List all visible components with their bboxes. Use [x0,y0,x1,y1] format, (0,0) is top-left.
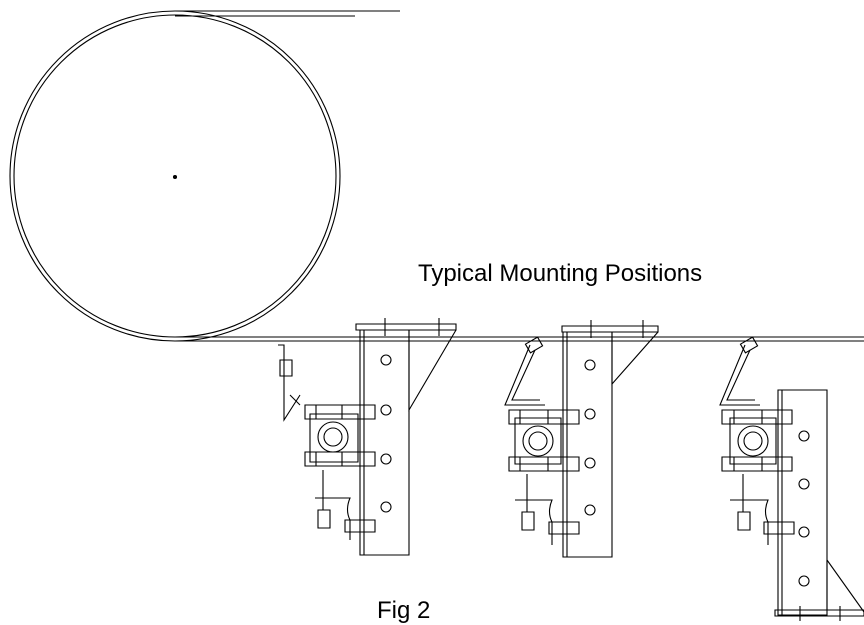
figure-label: Fig 2 [377,597,431,624]
conveyor-belt [175,11,864,341]
mounting-assembly-2 [505,320,658,557]
diagram-title: Typical Mounting Positions [418,260,703,287]
mounting-assembly-3 [720,337,864,621]
pulley-drum [10,11,340,341]
mounting-assembly-1 [278,318,456,555]
